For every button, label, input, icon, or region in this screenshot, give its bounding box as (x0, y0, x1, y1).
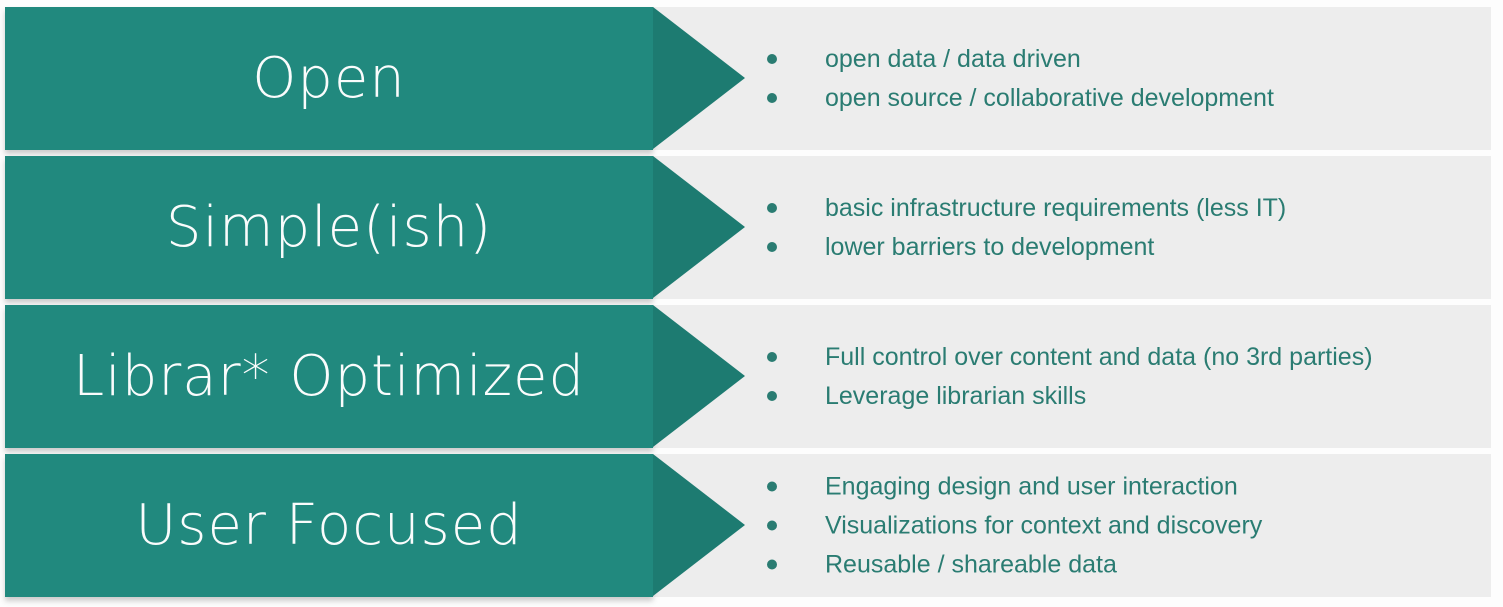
arrow-shape-user-focused: User Focused (5, 454, 653, 597)
arrow-tip-icon (653, 156, 745, 298)
list-item: open data / data driven (767, 40, 1274, 79)
row-user-focused: User Focused Engaging design and user in… (5, 454, 1491, 597)
row-title-open: Open (252, 46, 406, 111)
list-item: Visualizations for context and discovery (767, 506, 1262, 545)
list-item: open source / collaborative development (767, 79, 1274, 118)
bullet-dot-icon (767, 391, 777, 401)
list-item: Full control over content and data (no 3… (767, 338, 1373, 377)
row-librar-optimized: Librar* Optimized Full control over cont… (5, 305, 1491, 448)
bullet-dot-icon (767, 242, 777, 252)
bullet-text: open data / data driven (825, 44, 1081, 73)
list-item: Engaging design and user interaction (767, 467, 1262, 506)
bullet-text: Full control over content and data (no 3… (825, 342, 1373, 371)
bullet-list-open: open data / data driven open source / co… (767, 40, 1274, 118)
arrow-tip-icon (653, 305, 745, 447)
bullet-text: lower barriers to development (825, 232, 1155, 261)
bullet-list-simple-ish: basic infrastructure requirements (less … (767, 189, 1286, 267)
arrow-tip-icon (653, 7, 745, 149)
bullet-text: Reusable / shareable data (825, 550, 1117, 578)
bullet-text: Engaging design and user interaction (825, 472, 1238, 500)
arrow-shape-librar-optimized: Librar* Optimized (5, 305, 653, 448)
bullet-list-librar-optimized: Full control over content and data (no 3… (767, 338, 1373, 416)
bullet-dot-icon (767, 93, 777, 103)
arrow-tip-icon (653, 454, 745, 596)
bullet-dot-icon (767, 520, 777, 531)
bullet-dot-icon (767, 54, 777, 64)
bullet-text: open source / collaborative development (825, 83, 1274, 112)
list-item: basic infrastructure requirements (less … (767, 189, 1286, 228)
list-item: Leverage librarian skills (767, 377, 1373, 416)
list-item: lower barriers to development (767, 228, 1286, 267)
row-title-user-focused: User Focused (135, 493, 523, 558)
bullet-list-user-focused: Engaging design and user interaction Vis… (767, 467, 1262, 584)
row-simple-ish: Simple(ish) basic infrastructure require… (5, 156, 1491, 299)
bullet-dot-icon (767, 203, 777, 213)
bullet-dot-icon (767, 559, 777, 570)
bullet-dot-icon (767, 352, 777, 362)
bullet-text: Leverage librarian skills (825, 381, 1087, 410)
arrow-shape-open: Open (5, 7, 653, 150)
row-title-librar-optimized: Librar* Optimized (72, 344, 586, 409)
bullet-text: Visualizations for context and discovery (825, 511, 1263, 539)
bullet-dot-icon (767, 481, 777, 492)
arrow-shape-simple-ish: Simple(ish) (5, 156, 653, 299)
row-title-simple-ish: Simple(ish) (165, 195, 493, 260)
row-open: Open open data / data driven open source… (5, 7, 1491, 150)
list-item: Reusable / shareable data (767, 545, 1262, 584)
bullet-text: basic infrastructure requirements (less … (825, 193, 1287, 222)
